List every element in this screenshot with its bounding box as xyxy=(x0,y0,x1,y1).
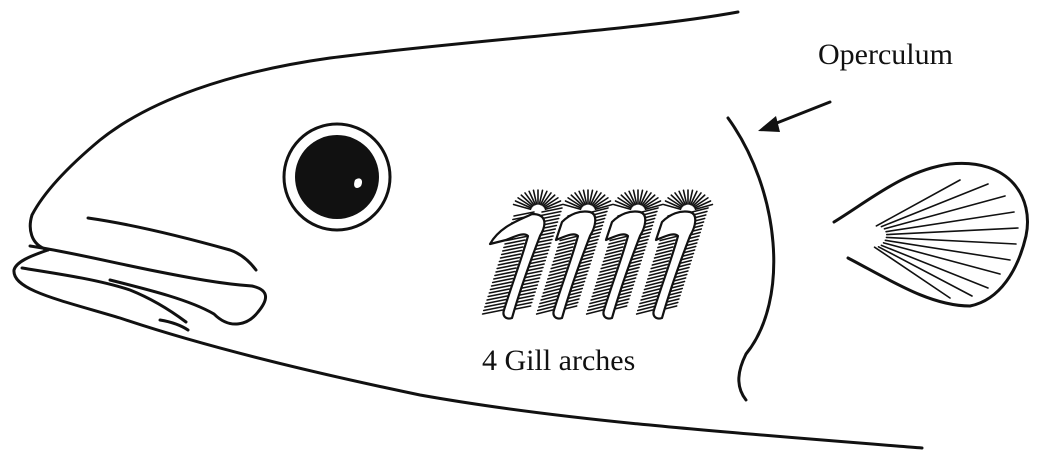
gill-arch xyxy=(483,190,563,319)
operculum-arrow-head xyxy=(758,116,780,132)
upper-lip xyxy=(30,246,266,324)
pectoral-fin-rays xyxy=(875,180,1018,298)
gill-arches xyxy=(483,190,713,319)
gill-arches-label: 4 Gill arches xyxy=(482,346,635,376)
fish-ventral-outline xyxy=(14,250,922,448)
operculum-edge xyxy=(728,118,774,400)
eye-pupil xyxy=(295,135,379,219)
operculum-label: Operculum xyxy=(818,40,953,70)
